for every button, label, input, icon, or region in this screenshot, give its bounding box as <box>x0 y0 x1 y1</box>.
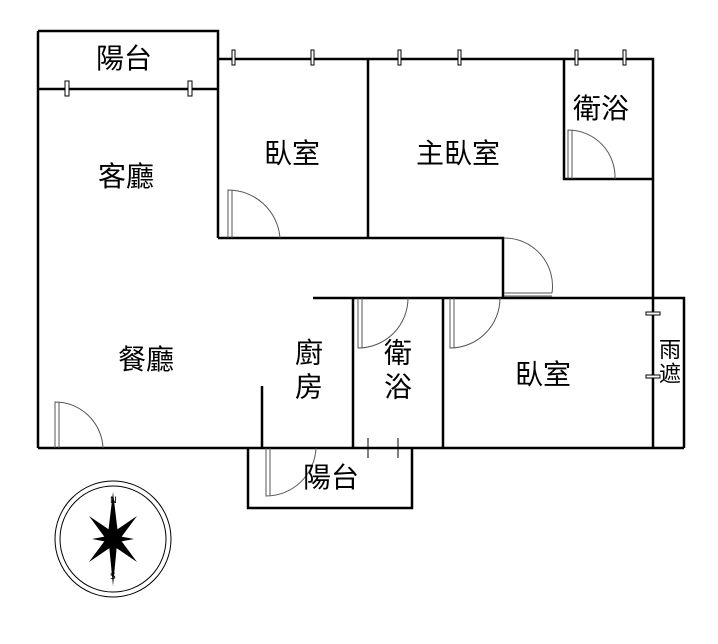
compass-north-label: N <box>110 496 117 506</box>
room-label-kitchen: 廚房 <box>291 338 324 406</box>
room-label-bathroom-2: 衛浴 <box>380 338 413 406</box>
room-label-balcony-bottom: 陽台 <box>303 461 360 494</box>
windows <box>64 49 661 458</box>
room-label-master-bedroom: 主臥室 <box>416 137 501 170</box>
room-label-bedroom-2: 臥室 <box>515 358 572 391</box>
room-label-dining-room: 餐廳 <box>118 343 175 376</box>
walls <box>36 29 686 510</box>
compass-rose <box>54 480 172 598</box>
compass-south-label: S <box>110 572 116 582</box>
room-label-bedroom-1: 臥室 <box>264 137 321 170</box>
room-label-living-room: 客廳 <box>98 160 155 193</box>
doors <box>54 129 616 497</box>
room-label-balcony-top: 陽台 <box>96 42 153 75</box>
room-label-bathroom-1: 衛浴 <box>573 92 630 125</box>
room-label-awning: 雨遮 <box>655 338 680 386</box>
